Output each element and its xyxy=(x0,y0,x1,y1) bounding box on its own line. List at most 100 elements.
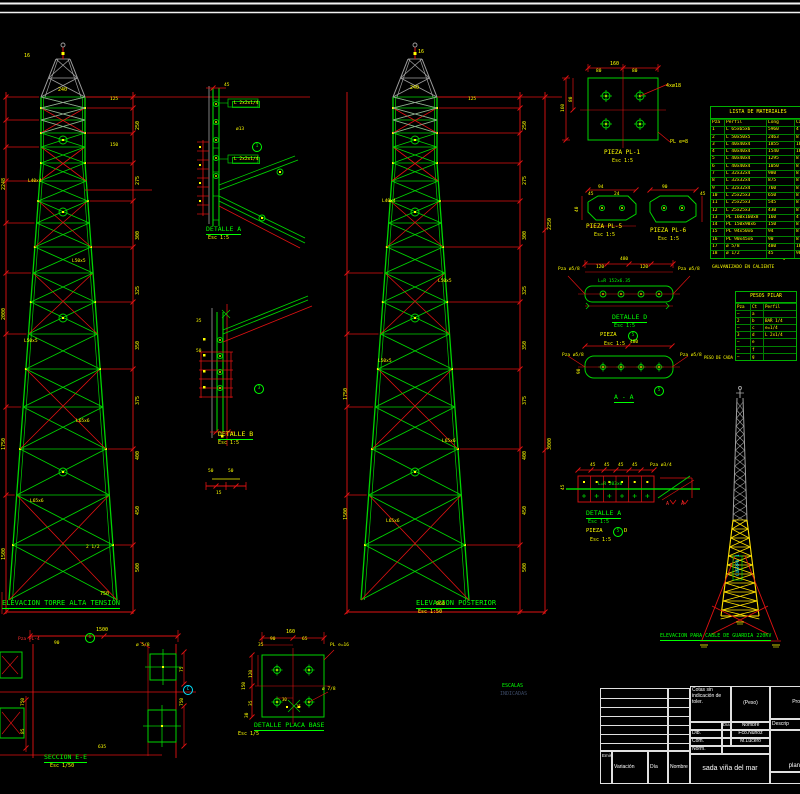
table-cell: b xyxy=(751,317,764,325)
table-cell: L 32x32x4 xyxy=(725,178,767,185)
table-row: 4L 40x40x4154016 xyxy=(711,148,800,156)
table-cell: — xyxy=(736,310,751,317)
pieza-pl5-pl6-plates xyxy=(581,187,703,227)
table-cell: 2 xyxy=(736,317,751,325)
small-splice-detail xyxy=(205,478,247,490)
table-cell: PL 150x90x6 xyxy=(725,222,767,229)
table-cell: L 40x40x4 xyxy=(725,149,767,156)
revision-row-line xyxy=(601,725,667,726)
table-cell: 16 xyxy=(795,149,800,155)
table-cell: 6 xyxy=(711,163,725,171)
revision-row-line xyxy=(601,743,667,744)
left-tower-elevation xyxy=(1,42,310,615)
table-cell: 12 xyxy=(711,207,725,214)
table-row: —e xyxy=(736,338,796,346)
cotas-cell: Cotas sin indicación de toler. xyxy=(690,686,731,722)
table-cell: 5960 xyxy=(767,127,795,134)
table-cell xyxy=(764,311,796,317)
table-cell: 14 xyxy=(711,222,725,229)
table-cell: L 25x25x3 xyxy=(725,193,767,200)
table-cell: 8 xyxy=(795,164,800,170)
table-cell: 8 xyxy=(795,193,800,199)
table-cell: L 65x65x6 xyxy=(725,127,767,134)
table-cell: d xyxy=(751,332,764,339)
table-title: PESOS PILAR xyxy=(736,292,796,303)
table-cell: 1295 xyxy=(767,156,795,163)
dib-mid-cell xyxy=(722,730,731,738)
emision-cell: Emisión xyxy=(600,751,612,784)
revision-table-col1 xyxy=(600,688,668,751)
com-cell: Com. xyxy=(690,738,722,746)
table-cell xyxy=(764,354,796,360)
nombre-cell: Nombre xyxy=(668,751,690,784)
table-cell: Pza xyxy=(711,120,725,127)
table-cell: e=1/4 xyxy=(764,325,796,331)
table-cell: 160 xyxy=(767,214,795,222)
table-cell: 8 xyxy=(795,171,800,177)
detail-a xyxy=(197,85,306,249)
revision-row-line xyxy=(601,707,667,708)
table-cell: 8 xyxy=(795,186,800,192)
detalle-d-plate xyxy=(567,260,691,310)
nombre-header-cell: Nombre xyxy=(731,722,770,730)
table-cell: 18 xyxy=(711,251,725,258)
emision-label: Emisión xyxy=(602,753,612,758)
table-cell: — xyxy=(736,353,751,360)
variacion-cell: Variación xyxy=(612,751,648,784)
revision-row-line xyxy=(601,716,667,717)
table-cell: Pza xyxy=(736,303,751,310)
table-cell: 8 xyxy=(795,208,800,214)
cotas-note: Cotas sin indicación de toler. xyxy=(692,687,722,705)
table-cell: — xyxy=(736,346,751,353)
dib-name-cell: Fco.Nuñoz xyxy=(731,730,770,738)
table-cell: 16 xyxy=(795,142,800,148)
table-cell: 8 xyxy=(795,157,800,163)
table-cell: 96 xyxy=(795,251,800,257)
table-cell: PL 90x45x6 xyxy=(725,236,767,244)
plan-cell: plan xyxy=(770,730,800,772)
table-cell: PL 160x160x8 xyxy=(725,214,767,222)
table-cell: 8 xyxy=(795,237,800,243)
detalle-placa-base xyxy=(249,632,335,724)
norm-val-cell xyxy=(722,746,770,754)
table-cell: Cant xyxy=(795,120,800,126)
com-name-cell: M.Lucero xyxy=(731,738,770,746)
revision-row-line xyxy=(669,698,689,699)
table-cell: 1 xyxy=(711,127,725,134)
nombre-header: Nombre xyxy=(741,722,760,728)
table-cell: 16 xyxy=(795,244,800,250)
table-cell: 1855 xyxy=(767,141,795,149)
table-cell: — xyxy=(736,339,751,346)
revision-row-line xyxy=(669,743,689,744)
table-cell: 545 xyxy=(767,200,795,207)
table-cell xyxy=(764,339,796,345)
table-cell: 8 xyxy=(795,135,800,141)
dia-label: Día xyxy=(650,763,658,770)
table-cell: 430 xyxy=(767,207,795,214)
norm-cell: Norm. xyxy=(690,746,722,754)
table-row: —f xyxy=(736,345,796,353)
table-cell: 4 xyxy=(795,127,800,133)
dia-header-cell: Día xyxy=(722,722,731,730)
table-title: LISTA DE MATERIALES xyxy=(711,107,800,119)
materials-table: LISTA DE MATERIALESPzaPerfilLongCant1L 6… xyxy=(710,106,800,259)
guyed-tower-elevation xyxy=(700,386,781,648)
table-cell: Perfil xyxy=(725,120,767,127)
table-cell: 3 xyxy=(736,332,751,339)
table-cell: 1050 xyxy=(767,163,795,171)
revision-row-line xyxy=(669,707,689,708)
company-cell: sada viña del mar xyxy=(690,754,770,784)
table-row: 17ø 5/848016 xyxy=(711,243,800,251)
plan-label: plan xyxy=(788,763,800,770)
